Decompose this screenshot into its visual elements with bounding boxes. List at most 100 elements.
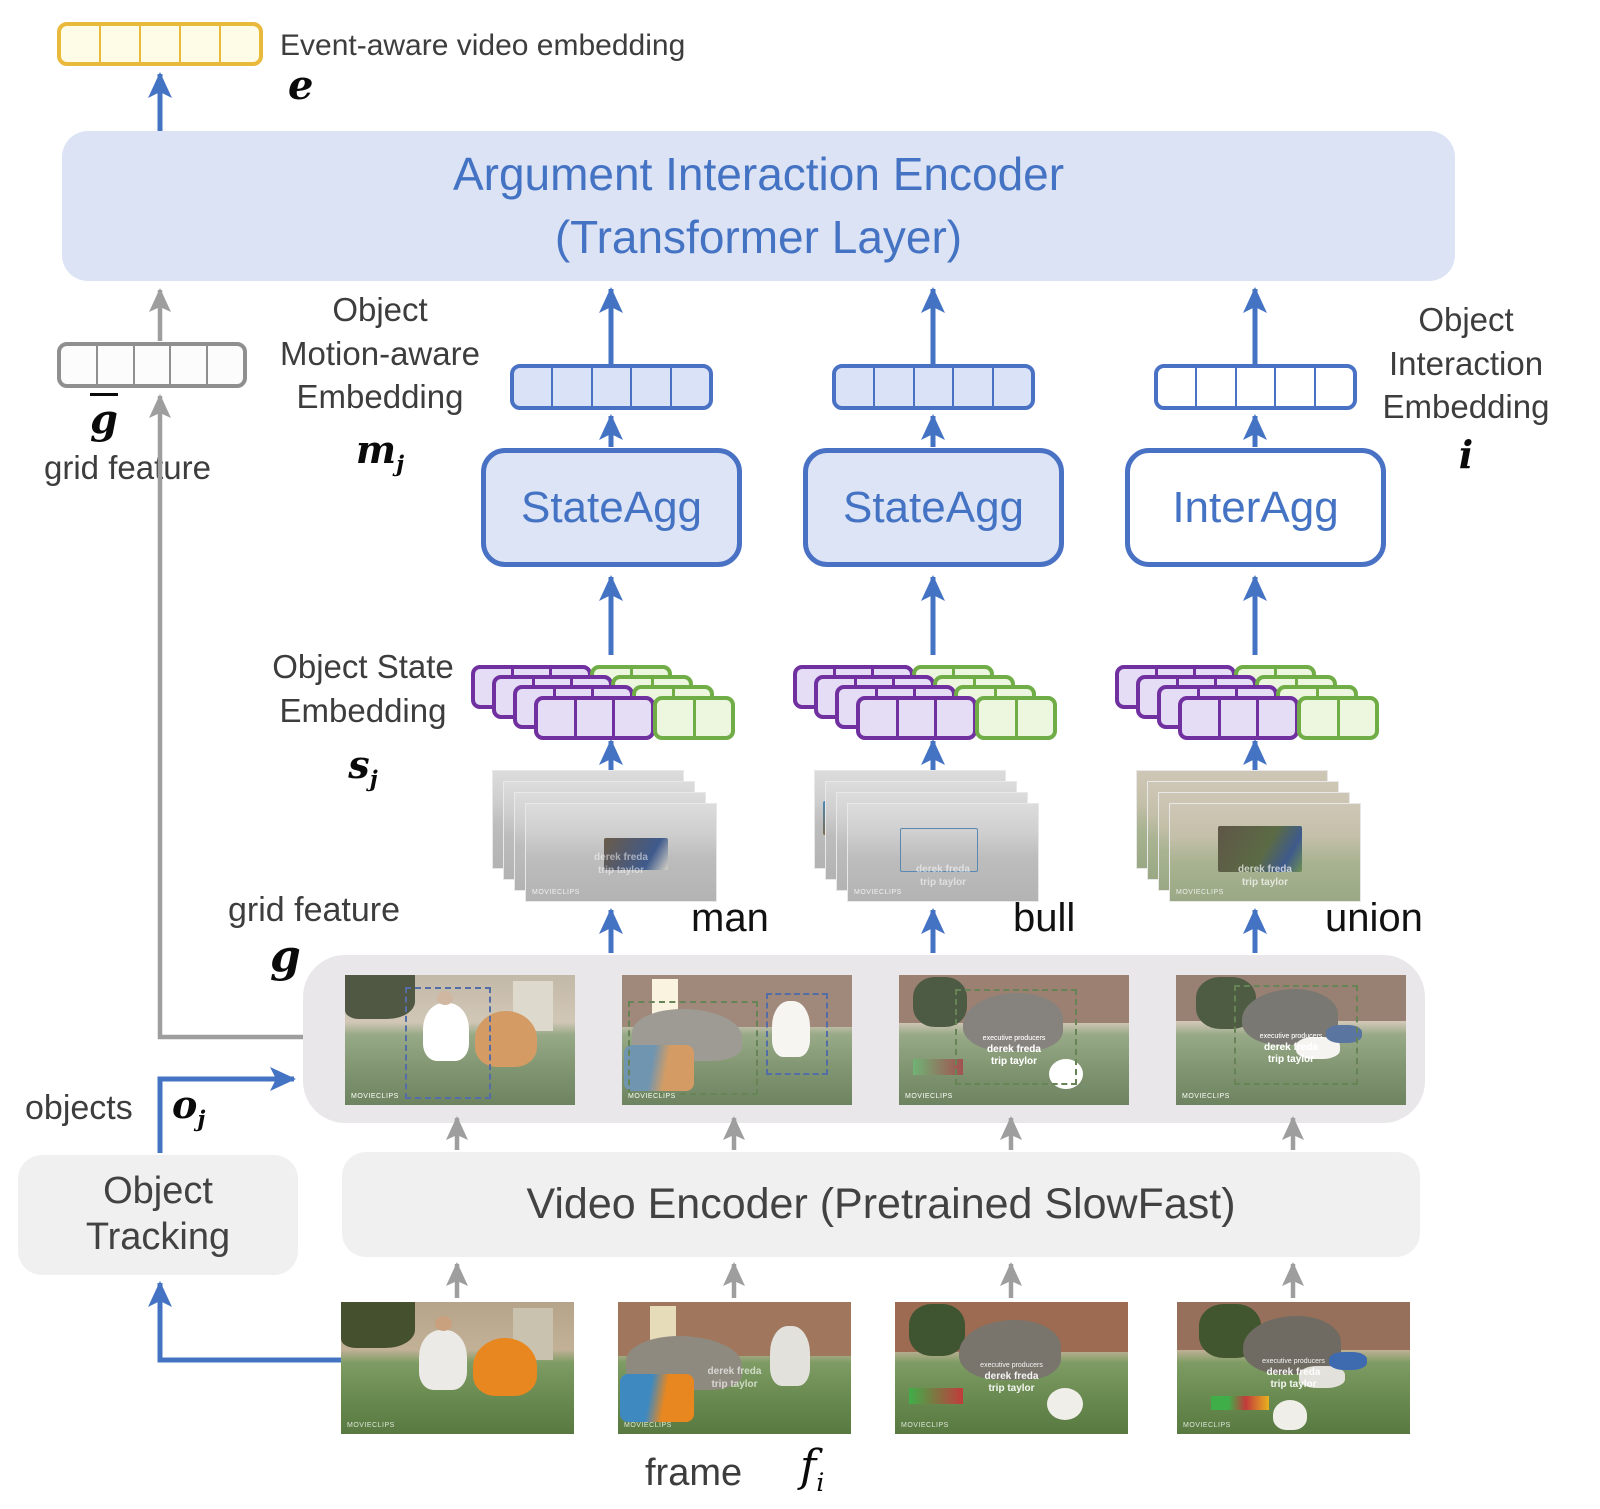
object-tracking-line2: Tracking: [85, 1216, 231, 1258]
fallen-man-shape: [1299, 1366, 1345, 1388]
bucket-shape: [1273, 1400, 1307, 1430]
embedding-cell: [1276, 368, 1316, 406]
arrow-frame-to-tracking: [148, 1281, 341, 1363]
interaction-label-line1: Object: [1418, 301, 1514, 338]
watermark: MOVIECLIPS: [628, 1093, 676, 1100]
head-shape: [437, 991, 453, 1005]
detection-box: [1234, 985, 1358, 1085]
objects-label: objects: [25, 1089, 133, 1127]
man-shape: [770, 1326, 810, 1386]
embedding-cell: [141, 26, 181, 62]
green-cells: [653, 696, 735, 740]
input-frame-1: MOVIECLIPS: [341, 1302, 574, 1434]
event-symbol: e: [288, 62, 314, 109]
watermark: MOVIECLIPS: [347, 1422, 395, 1429]
color-patch: [1218, 826, 1302, 872]
state-symbol-sub: j: [369, 766, 378, 793]
embedding-cell: [61, 26, 101, 62]
embedding-cell: [672, 368, 709, 406]
embedding-cell: [915, 368, 955, 406]
mean-grid-feature-bar: [57, 342, 247, 388]
grid-frame-1: MOVIECLIPS: [345, 975, 575, 1105]
bull-shape: [963, 993, 1063, 1051]
grid-feature-mid-label: grid feature: [228, 891, 400, 929]
embedding-cell: [593, 368, 633, 406]
interaction-label-line2: Interaction: [1388, 344, 1544, 382]
objects-symbol-o: o: [172, 1082, 198, 1127]
orange-toy-shape: [475, 1011, 537, 1067]
state-symbol: sj: [243, 740, 483, 795]
detection-box: [628, 1001, 758, 1095]
stateagg-box-bull: StateAgg: [803, 448, 1064, 567]
embedding-cell: [221, 26, 259, 62]
embedding-cell: [101, 26, 141, 62]
slide-shape: [620, 1374, 694, 1422]
bush-shape: [345, 975, 415, 1019]
motion-symbol: mj: [255, 425, 505, 480]
interaction-embedding-label: Object Interaction Embedding: [1360, 298, 1572, 429]
fallen-man-shape: [1296, 1037, 1340, 1059]
watermark: MOVIECLIPS: [624, 1422, 672, 1429]
motion-label-line2: Motion-aware: [280, 334, 480, 372]
embedding-cell: [514, 368, 554, 406]
frame-symbol-sub: i: [816, 1467, 825, 1498]
motion-embedding-bar-bull: [832, 364, 1035, 410]
motion-embedding-bar-man: [510, 364, 713, 410]
embedding-cell: [1237, 368, 1277, 406]
bull-shape: [1243, 1316, 1341, 1374]
objects-symbol-sub: j: [197, 1106, 206, 1133]
bull-shape: [959, 1320, 1061, 1380]
detection-box: [766, 993, 828, 1075]
embedding-cell: [208, 346, 243, 384]
bucket-shape: [1047, 1388, 1083, 1420]
object-tracking-box: Object Tracking: [18, 1155, 298, 1275]
embedding-cell: [1197, 368, 1237, 406]
bush-shape: [909, 1304, 965, 1356]
event-embedding-label: Event-aware video embedding: [280, 29, 686, 62]
toys-shape: [909, 1388, 963, 1404]
watermark: MOVIECLIPS: [1176, 889, 1224, 896]
state-embedding-stack-layer: [534, 696, 737, 740]
motion-label-line1: Object: [332, 291, 428, 328]
video-encoder-box: Video Encoder (Pretrained SlowFast): [342, 1152, 1420, 1257]
watermark: MOVIECLIPS: [901, 1422, 949, 1429]
bull-shape: [1242, 989, 1338, 1045]
watermark: MOVIECLIPS: [532, 889, 580, 896]
embedding-cell: [994, 368, 1031, 406]
bush-shape: [341, 1302, 415, 1348]
watermark: MOVIECLIPS: [1182, 1093, 1230, 1100]
man-shape: [419, 1330, 467, 1390]
state-embedding-label: Object State Embedding: [243, 645, 483, 732]
frame-symbol-f: f: [800, 1441, 817, 1492]
embedding-cell: [135, 346, 172, 384]
embedding-cell: [1316, 368, 1353, 406]
embedding-cell: [61, 346, 98, 384]
toys-shape: [913, 1059, 963, 1075]
embedding-cell: [1158, 368, 1198, 406]
grid-symbol: g: [270, 931, 301, 982]
interagg-box: InterAgg: [1125, 448, 1386, 567]
argument-label-union: union: [1325, 896, 1423, 940]
slide-shape: [624, 1045, 694, 1091]
motion-symbol-sub: j: [396, 451, 405, 478]
frame-symbol: fi: [800, 1438, 824, 1500]
blue-toy-shape: [1326, 1025, 1362, 1043]
embedding-cell: [98, 346, 135, 384]
detection-box: [405, 987, 491, 1099]
watermark: MOVIECLIPS: [351, 1093, 399, 1100]
embedding-cell: [171, 346, 209, 384]
bush-shape: [913, 977, 967, 1027]
purple-cells: [534, 696, 655, 740]
green-cells: [975, 696, 1057, 740]
